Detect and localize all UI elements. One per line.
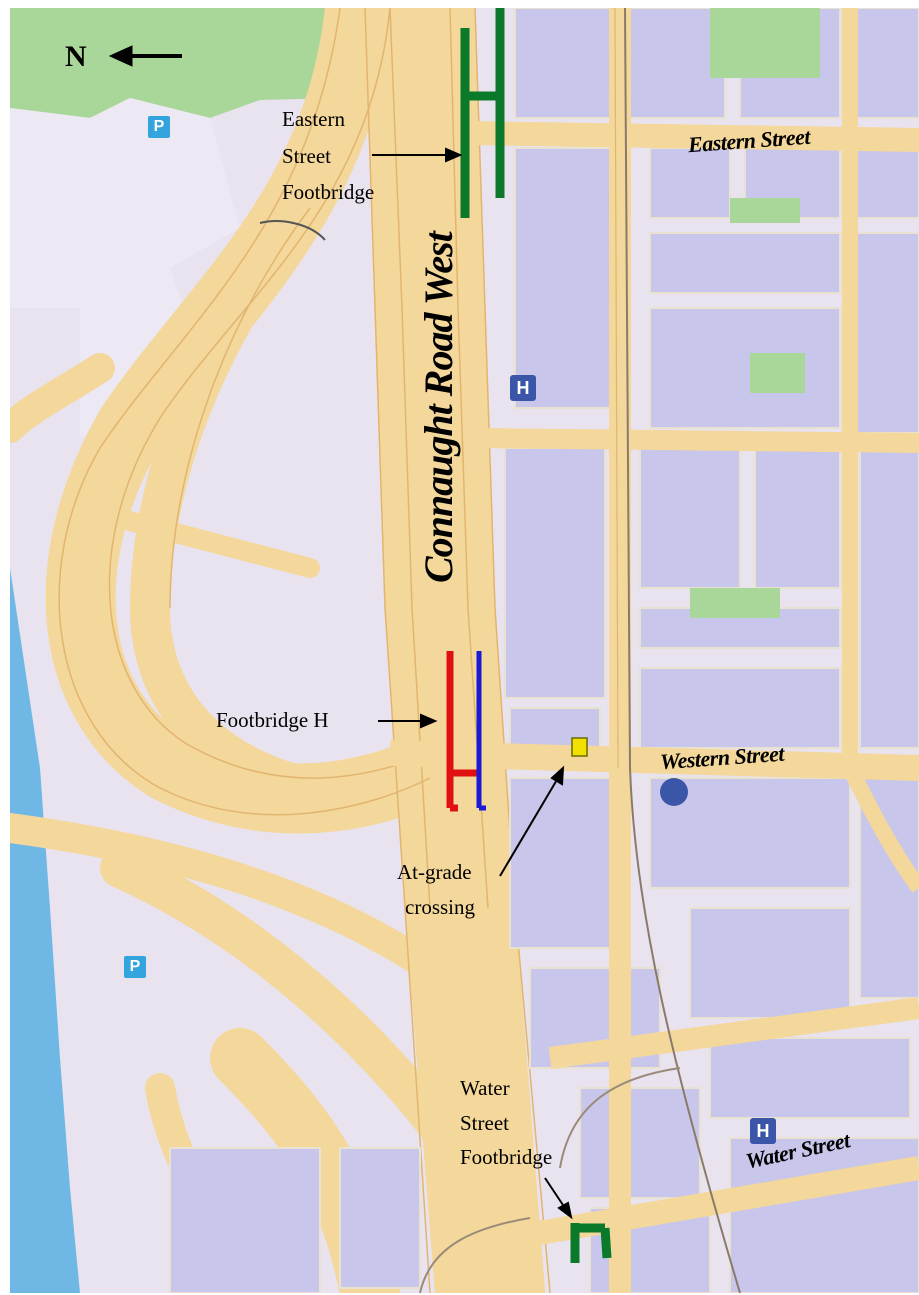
parking-icon: P (124, 956, 146, 978)
callout-arrows (372, 147, 573, 1220)
water-footbridge-label-2: Street (460, 1111, 509, 1135)
water-footbridge-label-1: Water (460, 1076, 510, 1100)
hospital-icon: H (750, 1118, 776, 1144)
at-grade-crossing-marker (571, 737, 588, 757)
map-svg (10, 8, 919, 1293)
footbridge-h-label: Footbridge H (216, 708, 329, 732)
water-street-footbridge (570, 1223, 612, 1263)
parking-icon: P (148, 116, 170, 138)
eastern-footbridge-label-1: Eastern (282, 107, 345, 131)
footbridge-h-blue (476, 651, 486, 811)
hospital-icon: H (510, 375, 536, 401)
map-canvas[interactable]: N Eastern Street Footbridge Eastern Stre… (10, 8, 919, 1293)
mtr-station-icon (660, 778, 688, 806)
at-grade-label-1: At-grade (397, 860, 472, 884)
eastern-footbridge-label-3: Footbridge (282, 180, 375, 204)
water-footbridge-label-3: Footbridge (460, 1145, 553, 1169)
north-arrow-icon (108, 45, 182, 67)
sea-area (10, 568, 80, 1293)
north-label: N (65, 40, 87, 73)
connaught-road-west-label: Connaught Road West (416, 232, 461, 583)
park-area-north (10, 8, 340, 118)
eastern-street-footbridge (460, 8, 505, 218)
at-grade-label-2: crossing (405, 895, 475, 919)
eastern-footbridge-label-2: Street (282, 144, 331, 168)
footbridge-h-red (446, 651, 480, 812)
